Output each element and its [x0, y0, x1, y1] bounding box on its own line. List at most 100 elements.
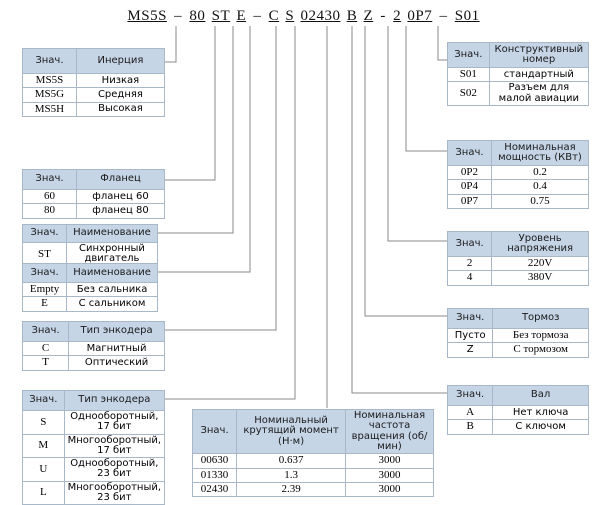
table-header-row: Знач. Инерция — [22, 48, 166, 74]
cell-value-key: MS5G — [22, 87, 77, 103]
cell-value: 0.2 — [490, 164, 590, 181]
code-separator: – — [253, 8, 262, 24]
col-header-value: Знач. — [446, 308, 494, 329]
code-segment: MS5S — [127, 8, 167, 24]
cell-value-key: 60 — [21, 188, 78, 205]
cell-value: Однооборотный,17 бит — [63, 410, 166, 435]
leader-motor-name — [158, 26, 234, 234]
cell-value-key: S01 — [447, 66, 490, 83]
cell-value-key: C — [21, 340, 70, 357]
cell-value: 1.3 — [236, 467, 347, 483]
leader-voltage — [387, 26, 447, 242]
cell-value: 3000 — [345, 481, 434, 498]
cell-value-key: 80 — [21, 203, 78, 219]
cell-value: 0.75 — [490, 193, 590, 209]
col-header-value: Знач. — [446, 385, 494, 406]
col-header-shaft: Вал — [492, 385, 589, 406]
leader-inertia — [164, 26, 177, 63]
cell-value-key: 01330 — [191, 467, 238, 483]
cell-value-key: MS5H — [22, 101, 77, 117]
leader-power — [405, 26, 447, 152]
cell-value-key: 0P7 — [447, 193, 492, 209]
cell-value: Средняя — [75, 87, 166, 103]
col-header-name: Наименование — [66, 263, 158, 283]
code-segment: 0P7 — [407, 8, 433, 24]
cell-value-key: MS5S — [22, 72, 77, 89]
col-header-value: Знач. — [22, 48, 77, 74]
leader-construction — [437, 26, 447, 61]
cell-value: 380V — [491, 270, 589, 286]
col-header-value-text: Знач. — [200, 425, 229, 437]
code-segment: E — [236, 8, 247, 24]
code-segment: B — [346, 8, 358, 24]
cell-value: Оптический — [68, 355, 165, 371]
code-segment: ST — [211, 8, 231, 24]
table-header-row: Знач. Наименование — [22, 224, 159, 243]
cell-value: фланец 60 — [76, 188, 165, 205]
cell-value-key: S02 — [447, 81, 490, 106]
cell-value-key: Empty — [21, 281, 68, 298]
leader-brake — [364, 26, 447, 317]
col-header-value: Знач. — [447, 42, 490, 68]
cell-value-key: M — [22, 433, 65, 459]
code-segment: 02430 — [300, 8, 341, 24]
cell-value-key: 4 — [446, 270, 493, 286]
col-header-encoder-type: Тип энкодера — [63, 390, 166, 411]
cell-value: Магнитный — [68, 340, 165, 357]
cell-value-key: 02430 — [191, 481, 238, 498]
cell-value-key: Пусто — [446, 327, 494, 344]
col-header-inertia: Инерция — [75, 48, 166, 74]
cell-value: 2.39 — [236, 481, 347, 498]
leader-encoder-type — [164, 26, 277, 331]
table-header-row: Знач. Вал — [446, 385, 589, 406]
code-segment: Z — [363, 8, 374, 24]
col-header-value: Знач. — [447, 140, 492, 166]
col-header-value: Знач. — [22, 390, 65, 411]
code-segment: 80 — [189, 8, 206, 24]
cell-value-key: 0P4 — [447, 179, 492, 195]
cell-value: стандартный — [488, 66, 590, 83]
cell-value: 3000 — [345, 453, 434, 469]
col-header-flange: Фланец — [76, 169, 165, 190]
col-header-value: Знач. — [21, 263, 68, 283]
table-header-row: Знач. Тормоз — [446, 308, 589, 329]
cell-value-key: L — [22, 480, 65, 505]
